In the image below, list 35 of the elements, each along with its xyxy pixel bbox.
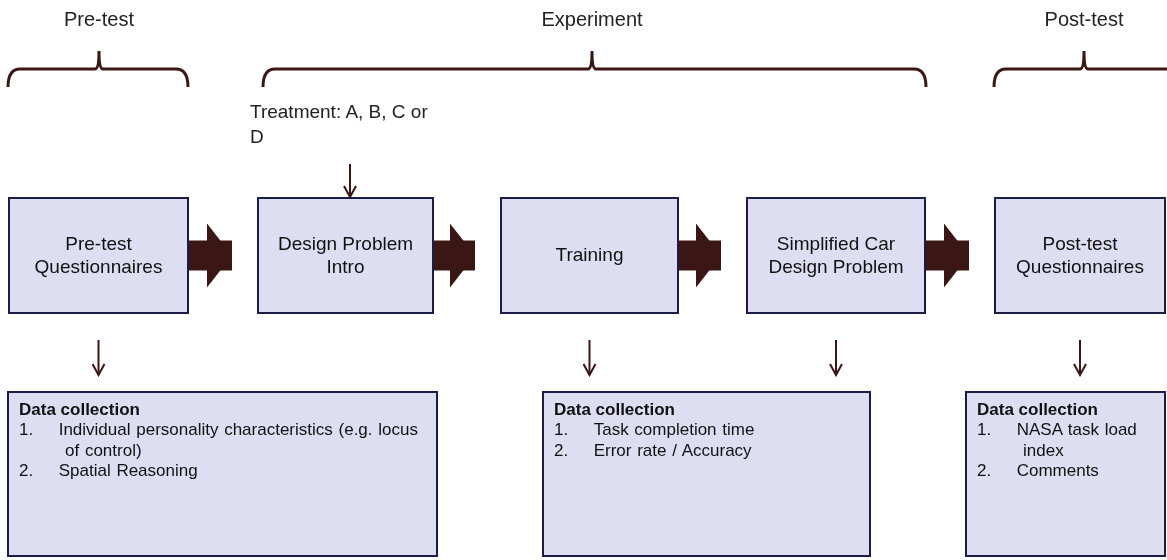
data-collection-box	[542, 391, 871, 557]
process-box	[994, 197, 1166, 314]
phase-label: Pre-test	[64, 8, 134, 31]
process-box	[500, 197, 679, 314]
process-box	[8, 197, 189, 314]
phase-label: Experiment	[541, 8, 643, 31]
arrow	[91, 339, 106, 376]
list-item: 2. Spatial Reasoning	[19, 461, 199, 482]
block-arrow	[189, 223, 232, 288]
data-collection-box	[7, 391, 438, 557]
arrow	[829, 339, 843, 376]
phase-label: Post-test	[1044, 8, 1124, 31]
box-heading: Data collection	[554, 400, 676, 421]
list-item: 1. NASA task load index	[977, 420, 1138, 462]
arrow	[582, 339, 597, 376]
process-box	[257, 197, 434, 314]
box-heading: Data collection	[977, 400, 1099, 421]
list-item: 2. Error rate / Accuracy	[554, 440, 753, 462]
step-label: Training	[555, 244, 624, 267]
list-item: 1. Task completion time	[554, 420, 756, 441]
list-item: 1. Individual personality characteristics (e.g. locus of control)	[19, 420, 419, 462]
arrow	[343, 163, 357, 198]
process-box	[746, 197, 926, 314]
arrow	[1073, 339, 1087, 376]
step-label: Simplified Car Design Problem	[767, 232, 905, 279]
block-arrow	[434, 223, 475, 288]
step-label: Post-test Questionnaires	[1015, 232, 1145, 279]
data-collection-box	[965, 391, 1166, 557]
step-label: Design Problem Intro	[276, 232, 415, 279]
list-item: 2. Comments	[977, 461, 1100, 482]
block-arrow	[926, 223, 969, 288]
step-label: Pre-test Questionnaires	[33, 232, 164, 279]
annotation-text: Treatment: A, B, C or D	[250, 100, 440, 150]
box-heading: Data collection	[19, 400, 141, 421]
block-arrow	[679, 223, 721, 288]
